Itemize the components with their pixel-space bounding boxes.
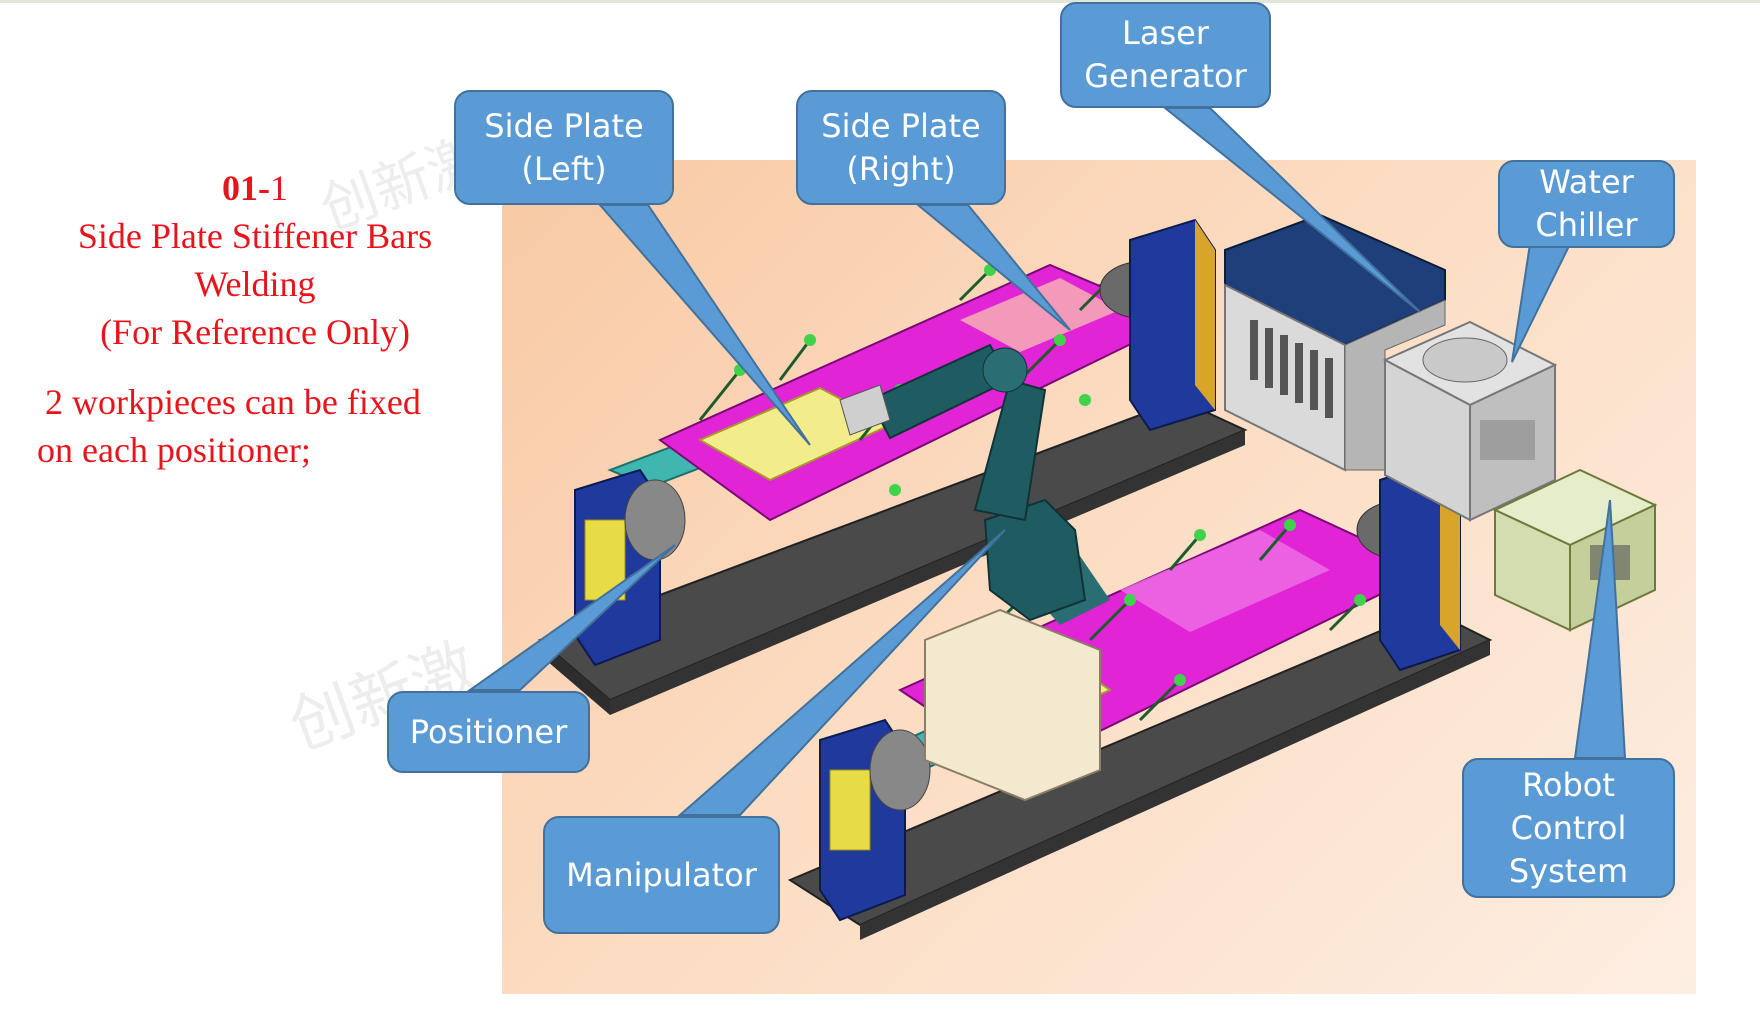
callout-water-chiller-line-1: Water (1539, 163, 1634, 201)
callout-side-plate-left-line-2: (Left) (521, 149, 607, 188)
callout-water-chiller-line-2: Chiller (1535, 206, 1638, 244)
note-line-2: on each positioner; (37, 430, 311, 470)
pointer-positioner (466, 544, 676, 691)
pointer-side-plate-left (597, 204, 811, 446)
slide-description: 01-1 Side Plate Stiffener Bars Welding (… (20, 164, 500, 474)
callout-manipulator-line-1: Manipulator (566, 855, 757, 894)
callout-positioner: Positioner (387, 691, 590, 773)
callout-side-plate-left: Side Plate (Left) (454, 90, 674, 205)
pointer-side-plate-right (915, 204, 1071, 331)
callout-side-plate-right-line-1: Side Plate (821, 106, 981, 145)
callout-laser-generator-line-2: Generator (1084, 57, 1247, 95)
robot-lower-arm (973, 378, 1047, 522)
water-chiller-unit (1382, 320, 1558, 522)
callout-positioner-line-1: Positioner (409, 712, 568, 751)
laser-welding-head (839, 384, 891, 436)
top-divider-line (0, 0, 1760, 3)
callout-laser-generator-line-1: Laser (1122, 14, 1209, 52)
callout-water-chiller: Water Chiller (1498, 160, 1675, 248)
robot-pedestal (924, 608, 1101, 802)
callout-side-plate-left-line-1: Side Plate (484, 106, 644, 145)
title-line-1: Side Plate Stiffener Bars (77, 216, 433, 256)
workpiece-upper-right (960, 278, 1120, 352)
callout-side-plate-right: Side Plate (Right) (796, 90, 1006, 205)
pointer-water-chiller (1511, 243, 1572, 363)
callout-laser-generator: Laser Generator (1060, 2, 1271, 108)
callout-manipulator: Manipulator (543, 816, 780, 934)
callout-side-plate-right-line-2: (Right) (846, 149, 956, 188)
positioner-station-upper (538, 218, 1248, 715)
note-line-1: 2 workpieces can be fixed (45, 382, 421, 422)
callout-robot-control-system-line-2: Control (1510, 808, 1627, 847)
callout-robot-control-system-line-1: Robot (1522, 765, 1615, 804)
pointer-manipulator (677, 529, 1006, 816)
slide-code: 01-1 (222, 168, 288, 208)
title-line-3: (For Reference Only) (100, 312, 410, 352)
callout-robot-control-system: Robot Control System (1462, 758, 1675, 898)
callout-robot-control-system-line-3: System (1508, 851, 1629, 890)
pointer-laser-generator (1162, 107, 1421, 313)
robot-base (983, 498, 1087, 622)
robot-manipulator (839, 343, 1110, 802)
title-line-2: Welding (194, 264, 316, 304)
